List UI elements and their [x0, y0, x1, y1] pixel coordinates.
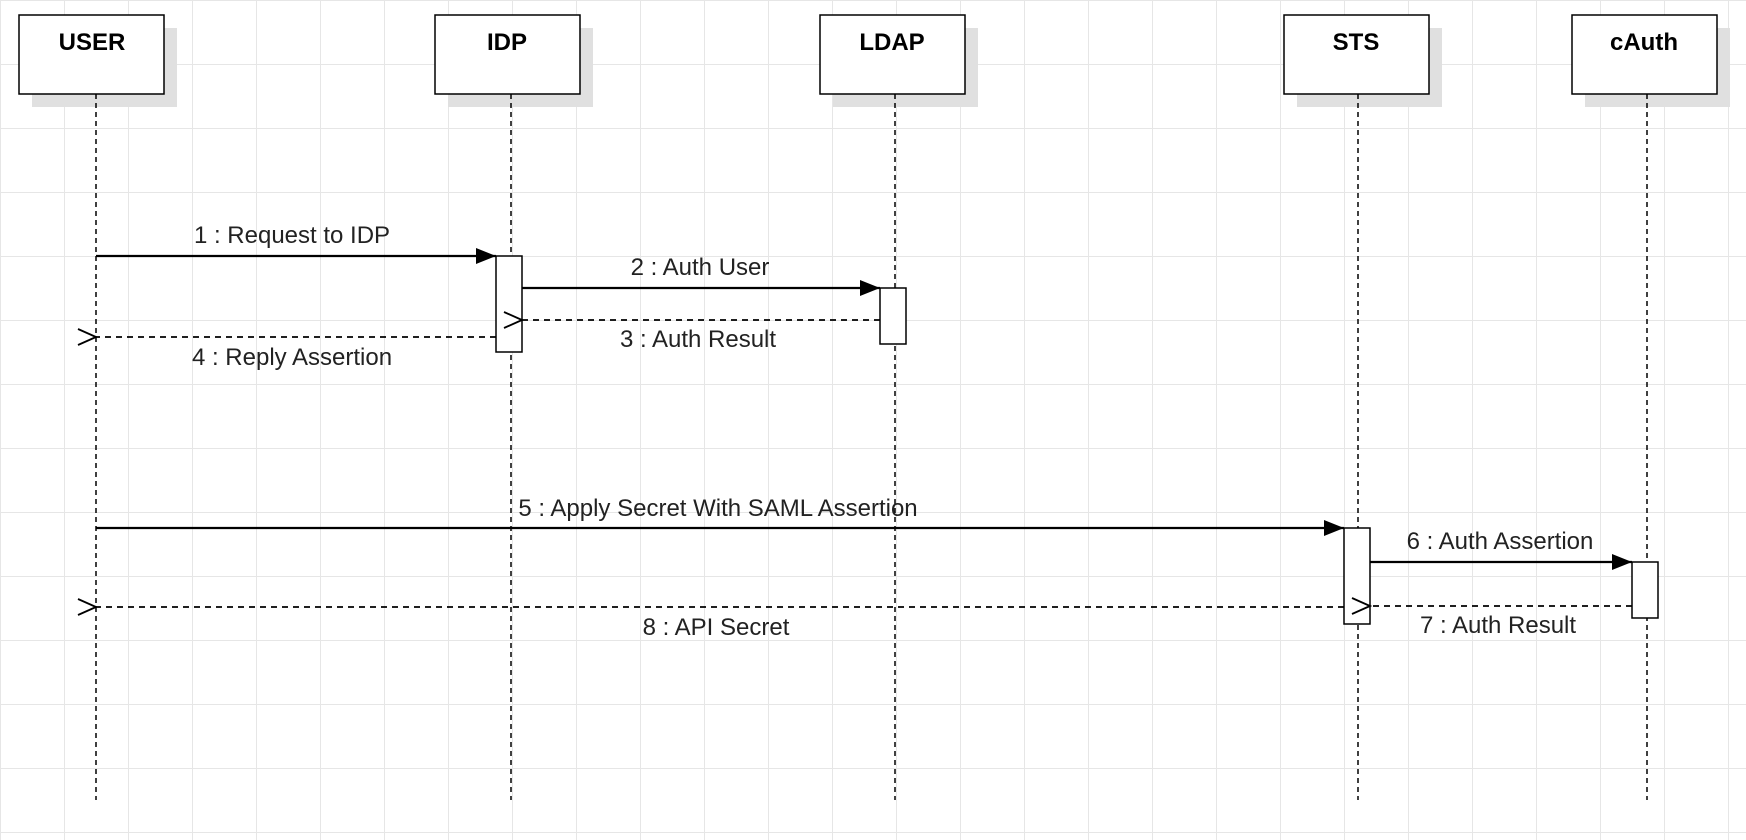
message-3[interactable]: 3 : Auth Result	[522, 320, 880, 353]
participant-ldap[interactable]: LDAP	[819, 14, 978, 107]
activation-sts[interactable]	[1343, 527, 1371, 625]
message-5-label: 5 : Apply Secret With SAML Assertion	[518, 495, 917, 522]
participant-sts-label: STS	[1333, 29, 1380, 56]
message-6[interactable]: 6 : Auth Assertion	[1370, 528, 1632, 570]
participant-idp-label: IDP	[487, 29, 527, 56]
message-6-label: 6 : Auth Assertion	[1407, 528, 1594, 555]
activation-cauth[interactable]	[1631, 561, 1659, 619]
message-8-label: 8 : API Secret	[643, 614, 790, 641]
message-1-label: 1 : Request to IDP	[194, 222, 390, 249]
message-7-label: 7 : Auth Result	[1420, 612, 1576, 639]
activation-ldap[interactable]	[879, 287, 907, 345]
participant-ldap-label: LDAP	[859, 29, 924, 56]
participant-cauth[interactable]: cAuth	[1571, 14, 1730, 107]
participant-cauth-label: cAuth	[1610, 29, 1678, 56]
message-4-label: 4 : Reply Assertion	[192, 344, 392, 371]
participant-user-label: USER	[59, 29, 126, 56]
message-2[interactable]: 2 : Auth User	[522, 254, 880, 296]
message-1[interactable]: 1 : Request to IDP	[96, 222, 496, 264]
message-3-label: 3 : Auth Result	[620, 326, 776, 353]
participant-user[interactable]: USER	[18, 14, 177, 107]
activation-idp[interactable]	[495, 255, 523, 353]
message-4[interactable]: 4 : Reply Assertion	[96, 337, 496, 371]
message-8[interactable]: 8 : API Secret	[96, 607, 1344, 641]
participant-sts[interactable]: STS	[1283, 14, 1442, 107]
message-2-label: 2 : Auth User	[631, 254, 770, 281]
message-5[interactable]: 5 : Apply Secret With SAML Assertion	[96, 495, 1344, 536]
participant-idp[interactable]: IDP	[434, 14, 593, 107]
message-7[interactable]: 7 : Auth Result	[1370, 606, 1632, 639]
